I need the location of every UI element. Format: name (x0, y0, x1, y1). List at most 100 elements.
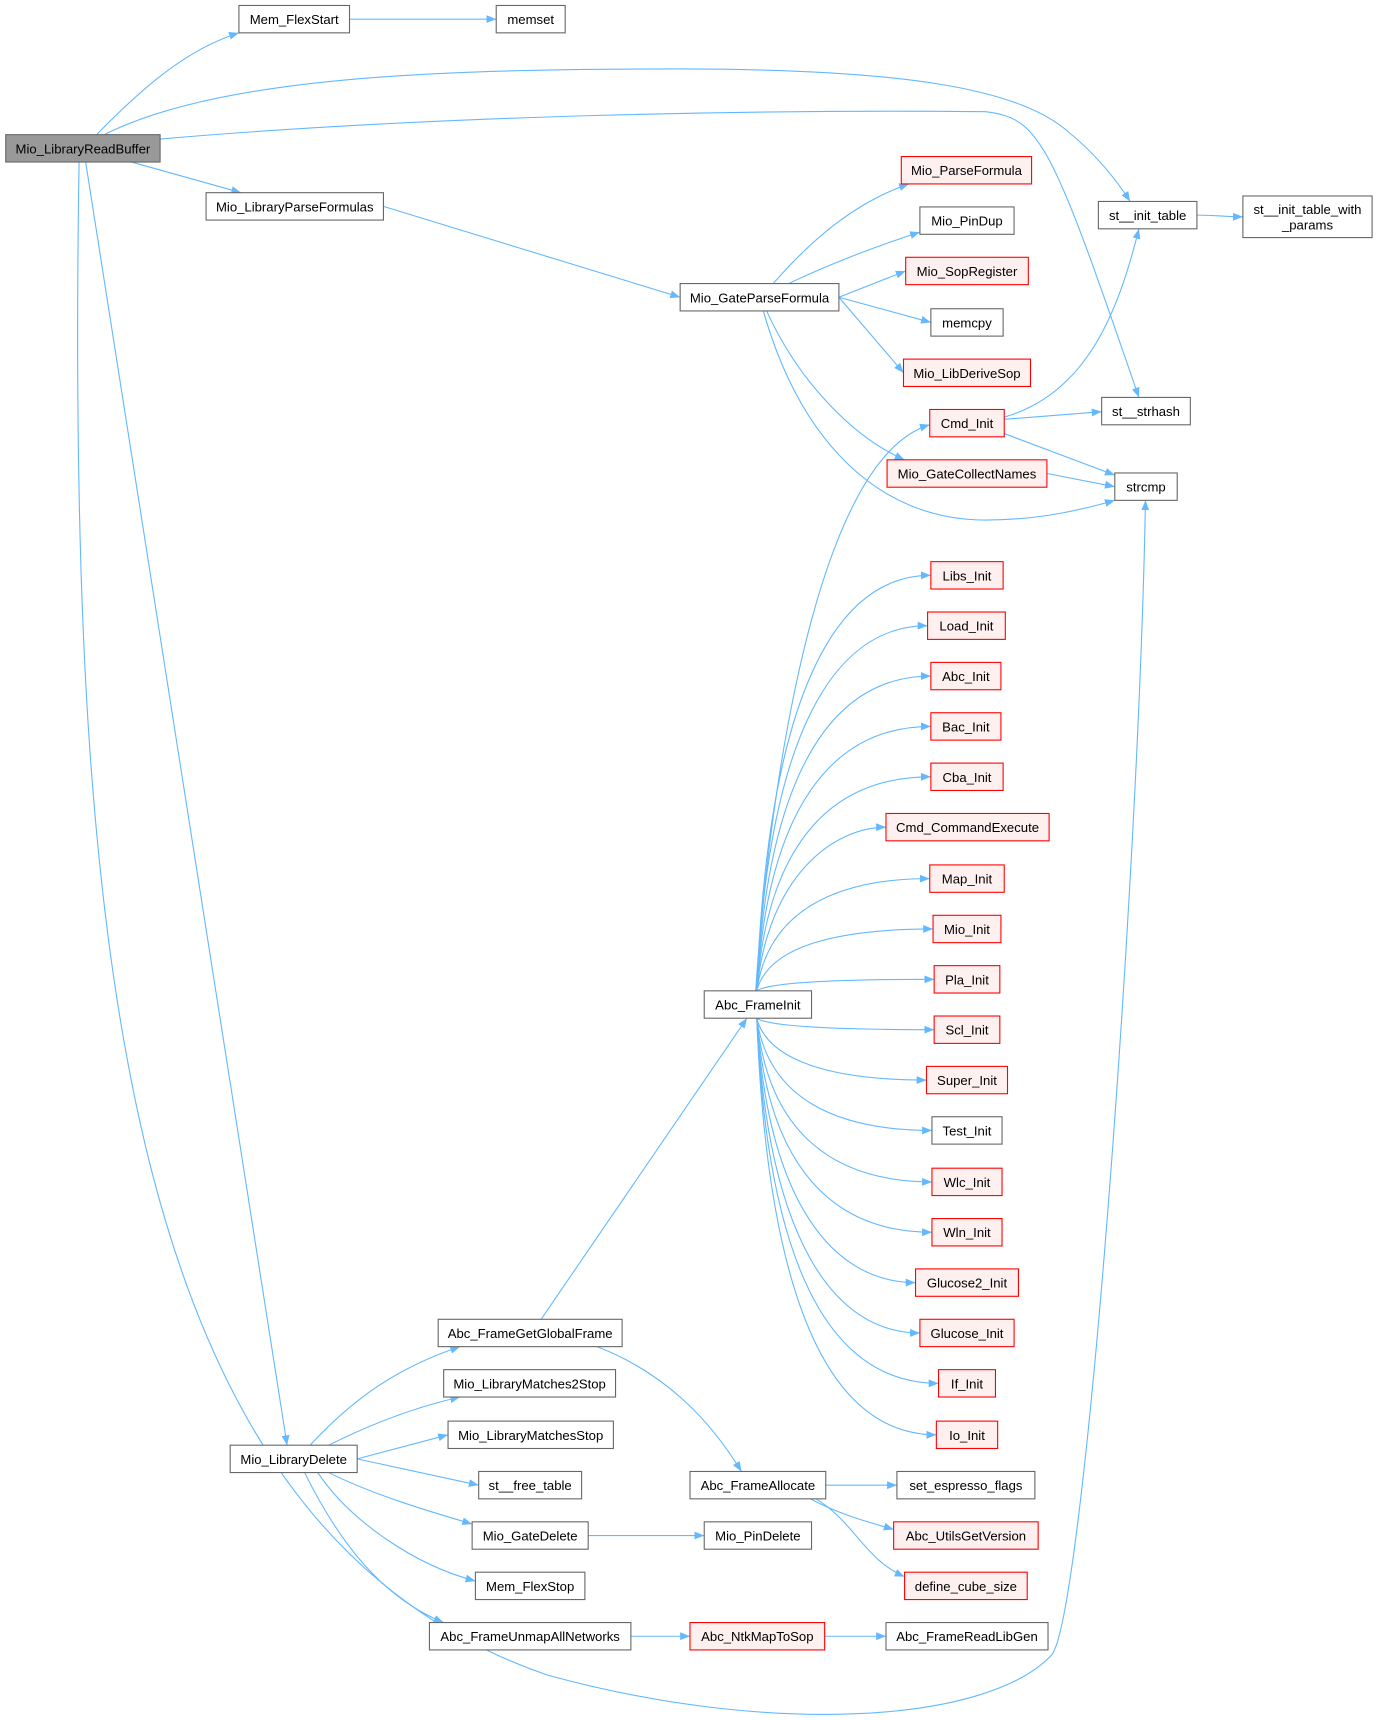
node-wlninit[interactable]: Wln_Init (931, 1218, 1003, 1247)
node-cmdexec[interactable]: Cmd_CommandExecute (885, 812, 1050, 842)
node-label: st__free_table (489, 1478, 572, 1493)
node-strhash[interactable]: st__strhash (1101, 396, 1191, 426)
node-librarydelete[interactable]: Mio_LibraryDelete (229, 1444, 358, 1474)
node-pindelete[interactable]: Mio_PinDelete (703, 1521, 813, 1550)
node-stinittable[interactable]: st__init_table (1097, 200, 1198, 230)
node-box (933, 965, 1001, 994)
node-stinitparams[interactable]: st__init_table_with_params (1242, 195, 1373, 239)
node-frameallocate[interactable]: Abc_FrameAllocate (689, 1470, 827, 1500)
edge-frameinit-to-abcinit (756, 672, 931, 991)
node-unmapall[interactable]: Abc_FrameUnmapAllNetworks (428, 1622, 632, 1651)
node-label: Mio_LibraryMatchesStop (458, 1427, 603, 1442)
edge-frameinit-to-sclinit (756, 1017, 935, 1034)
node-libsinit[interactable]: Libs_Init (930, 561, 1004, 590)
node-testinit[interactable]: Test_Init (931, 1116, 1003, 1145)
node-strcmp[interactable]: strcmp (1114, 472, 1178, 501)
node-label: st__init_table (1109, 208, 1186, 223)
node-box (1242, 195, 1373, 239)
edge-frameinit-to-ifinit (756, 1018, 939, 1388)
node-frameinit[interactable]: Abc_FrameInit (703, 990, 813, 1019)
node-box (689, 1470, 827, 1500)
edge-librarydelete-to-unmapall (304, 1472, 444, 1624)
node-memflexstart[interactable]: Mem_FlexStart (238, 4, 351, 34)
node-matchesstop[interactable]: Mio_LibraryMatchesStop (447, 1420, 614, 1450)
node-box (900, 156, 1033, 185)
node-label: memcpy (942, 315, 992, 330)
node-box (919, 206, 1015, 235)
node-box (931, 1116, 1003, 1145)
node-plainit[interactable]: Pla_Init (933, 965, 1001, 994)
node-memset[interactable]: memset (495, 4, 566, 34)
node-glucoseinit[interactable]: Glucose_Init (919, 1318, 1015, 1348)
edge-frameinit-to-cmdinit (755, 423, 930, 991)
edge-frameinit-to-plainit (756, 975, 935, 992)
node-sopregister[interactable]: Mio_SopRegister (905, 256, 1029, 286)
node-memflexstop[interactable]: Mem_FlexStop (474, 1571, 586, 1601)
node-box (904, 1571, 1028, 1601)
edge-librarydelete-to-freetable (357, 1458, 479, 1487)
node-mapinit[interactable]: Map_Init (929, 864, 1005, 893)
node-box (929, 408, 1005, 438)
node-pindup[interactable]: Mio_PinDup (919, 206, 1015, 235)
node-getglobal[interactable]: Abc_FrameGetGlobalFrame (437, 1318, 623, 1348)
node-label: Mio_LibDeriveSop (913, 365, 1020, 380)
node-abcinit[interactable]: Abc_Init (930, 661, 1002, 691)
node-freetable[interactable]: st__free_table (478, 1470, 583, 1500)
edge-gateparse-to-libderivesop (838, 296, 904, 374)
node-box (1114, 472, 1178, 501)
node-cmdinit[interactable]: Cmd_Init (929, 408, 1005, 438)
node-box (689, 1622, 826, 1651)
node-loadinit[interactable]: Load_Init (927, 611, 1006, 640)
node-collectnames[interactable]: Mio_GateCollectNames (886, 459, 1048, 488)
node-sclinit[interactable]: Scl_Init (933, 1015, 1001, 1044)
node-box (1097, 200, 1198, 230)
node-wlcinit[interactable]: Wlc_Init (931, 1167, 1003, 1197)
edge-root-to-librarydelete (85, 161, 290, 1446)
node-mioinit[interactable]: Mio_Init (932, 914, 1002, 944)
edge-gateparse-to-collectnames (766, 310, 905, 461)
node-espresso[interactable]: set_espresso_flags (896, 1470, 1036, 1500)
node-cbainit[interactable]: Cba_Init (930, 762, 1004, 792)
node-superinit[interactable]: Super_Init (925, 1065, 1009, 1095)
node-box (914, 1268, 1020, 1297)
node-gatedelete[interactable]: Mio_GateDelete (471, 1521, 589, 1550)
node-box (930, 762, 1004, 792)
node-box (893, 1521, 1039, 1550)
node-libderivesop[interactable]: Mio_LibDeriveSop (902, 358, 1032, 388)
node-memcpy[interactable]: memcpy (930, 308, 1004, 337)
node-label: Map_Init (942, 871, 993, 886)
node-matches2stop[interactable]: Mio_LibraryMatches2Stop (443, 1369, 617, 1398)
node-gateparse[interactable]: Mio_GateParseFormula (679, 283, 840, 312)
edge-frameinit-to-glucose2init (756, 1018, 916, 1287)
node-box (238, 4, 351, 34)
node-label: Mio_LibraryReadBuffer (16, 141, 151, 156)
node-ifinit[interactable]: If_Init (937, 1369, 997, 1398)
node-label: Cba_Init (943, 769, 992, 784)
edge-frameinit-to-mapinit (756, 874, 930, 991)
node-box (933, 1015, 1001, 1044)
node-box (935, 1420, 999, 1450)
node-box (930, 561, 1004, 590)
node-cubesize[interactable]: define_cube_size (904, 1571, 1028, 1601)
node-ioinit[interactable]: Io_Init (935, 1420, 999, 1450)
node-readlibgen[interactable]: Abc_FrameReadLibGen (885, 1622, 1049, 1651)
node-parseformulas[interactable]: Mio_LibraryParseFormulas (205, 192, 384, 221)
node-parseformula[interactable]: Mio_ParseFormula (900, 156, 1033, 185)
node-root[interactable]: Mio_LibraryReadBuffer (5, 134, 161, 163)
node-box (437, 1318, 623, 1348)
node-box (474, 1571, 586, 1601)
edge-frameinit-to-glucoseinit (756, 1018, 920, 1337)
edge-getglobal-to-frameallocate (596, 1346, 742, 1472)
node-box (471, 1521, 589, 1550)
edge-frameinit-to-libsinit (756, 571, 931, 991)
node-label: Abc_FrameInit (715, 997, 801, 1012)
edge-cmdinit-to-strhash (1004, 408, 1102, 420)
node-label: st__init_table_with_params (1253, 202, 1361, 232)
node-ntkmaptosop[interactable]: Abc_NtkMapToSop (689, 1622, 826, 1651)
edge-getglobal-to-frameinit (540, 1017, 748, 1320)
node-glucose2init[interactable]: Glucose2_Init (914, 1268, 1020, 1297)
edge-librarydelete-to-memflexstop (317, 1472, 476, 1583)
node-bacinit[interactable]: Bac_Init (930, 712, 1002, 741)
node-utilsversion[interactable]: Abc_UtilsGetVersion (893, 1521, 1039, 1550)
